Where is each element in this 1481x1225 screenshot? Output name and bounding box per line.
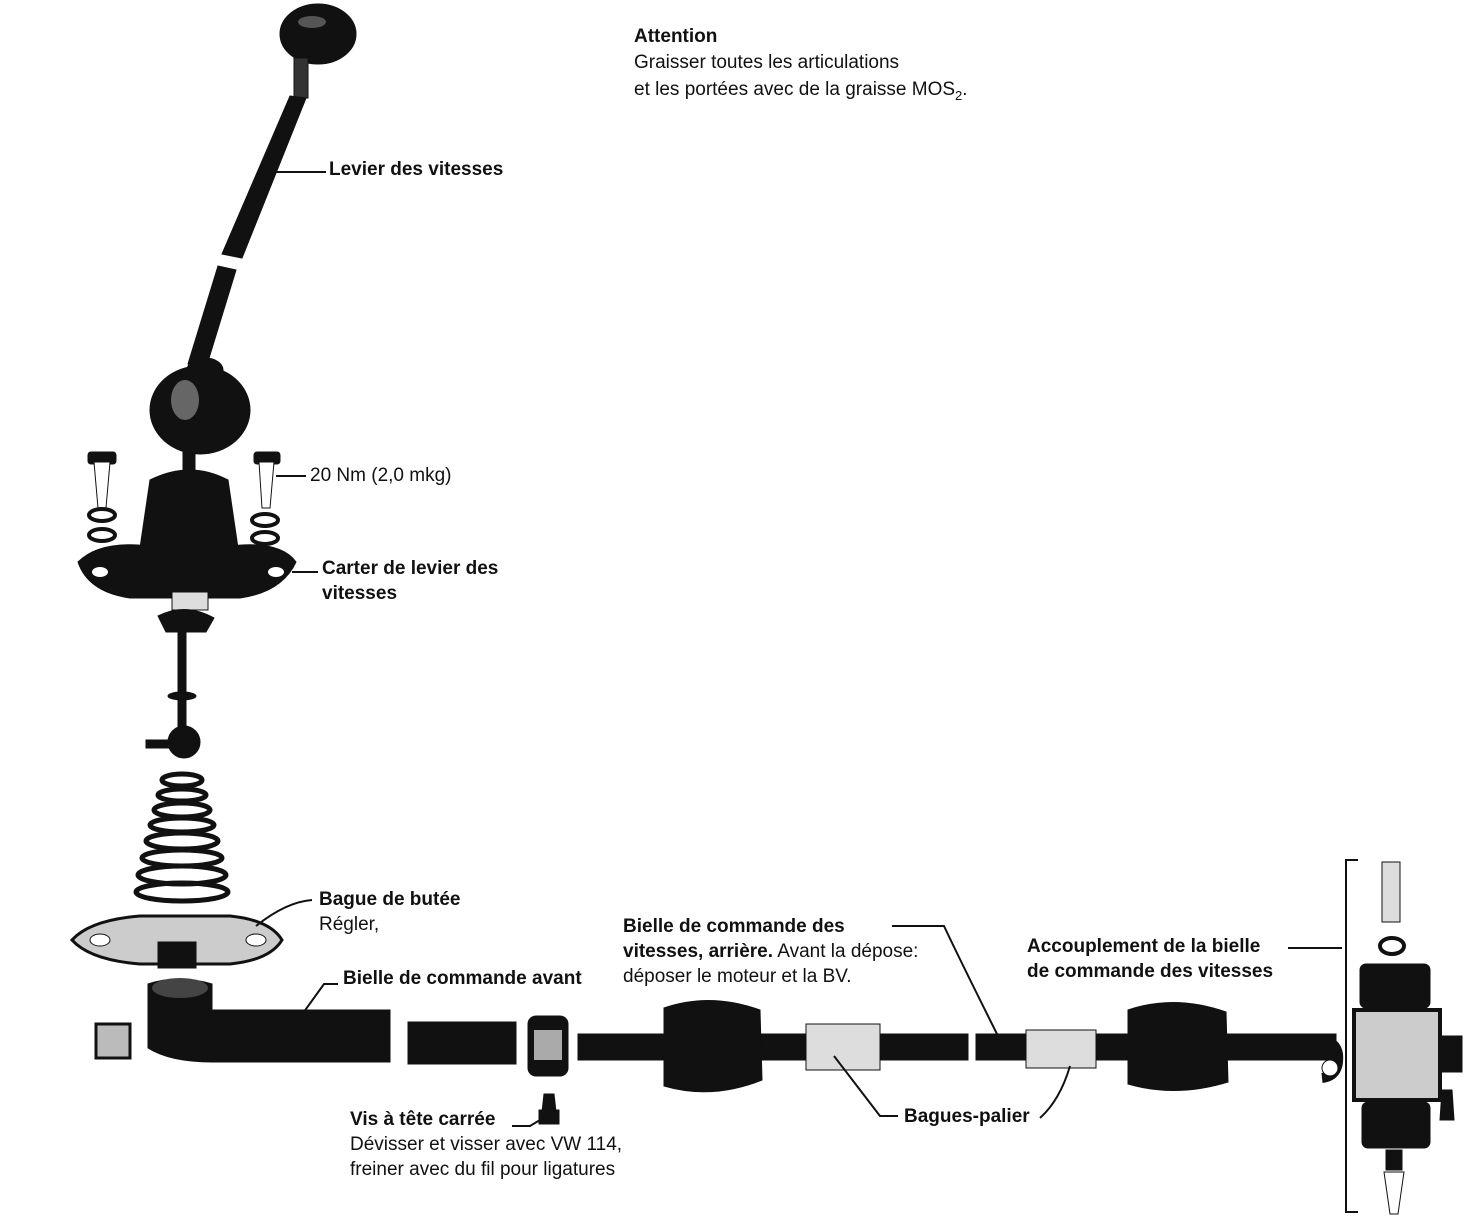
lever-shaft-upper [221, 95, 307, 259]
label-bielle-avant: Bielle de commande avant [343, 968, 582, 989]
lever-shaft-lower [187, 265, 237, 369]
leader-lines [255, 171, 1358, 1213]
label-carter-2: vitesses [322, 583, 398, 604]
label-vis-note-2: freiner avec du fil pour ligatures [350, 1159, 616, 1180]
label-accouplement-1: Accouplement de la bielle [1027, 936, 1261, 957]
attention-line-2-text: et les portées avec de la graisse MOS [634, 79, 956, 100]
coupling-assembly [1352, 861, 1463, 1215]
lever-ball [149, 357, 251, 481]
attention-title: Attention [634, 26, 718, 47]
attention-subscript: 2 [955, 88, 963, 103]
label-accouplement-2: de commande des vitesses [1027, 961, 1274, 982]
stop-ring-plate [69, 914, 284, 969]
label-bielle-arriere-bold: vitesses, arrière. [623, 941, 774, 962]
attention-line-2-end: . [962, 79, 968, 100]
square-screw [538, 1093, 560, 1125]
label-vis-title: Vis à tête carrée [350, 1109, 496, 1130]
label-bielle-arriere-note: Avant la dépose: [773, 941, 919, 962]
rear-rod [577, 1000, 1344, 1093]
label-torque: 20 Nm (2,0 mkg) [310, 465, 452, 486]
label-vis-note-1: Dévisser et visser avec VW 114, [350, 1134, 623, 1155]
spring [133, 771, 231, 904]
front-rod [94, 978, 569, 1077]
label-carter-1: Carter de levier des [322, 558, 499, 579]
label-bielle-arriere-3: déposer le moteur et la BV. [623, 966, 852, 987]
label-levier: Levier des vitesses [329, 159, 504, 180]
bolt-left [87, 451, 117, 543]
bolt-right [250, 451, 281, 546]
label-bielle-arriere-1: Bielle de commande des [623, 916, 845, 937]
lever-housing [77, 469, 297, 611]
lever-knob [279, 3, 357, 99]
label-bielle-arriere-2: vitesses, arrière. Avant la dépose: [623, 939, 918, 964]
label-bague-title: Bague de butée [319, 889, 461, 910]
label-bagues-palier: Bagues-palier [904, 1106, 1030, 1127]
label-bague-note: Régler, [319, 914, 380, 935]
attention-line-2: et les portées avec de la graisse MOS2. [634, 77, 968, 108]
lower-stem [145, 609, 215, 759]
attention-line-1: Graisser toutes les articulations [634, 52, 900, 73]
